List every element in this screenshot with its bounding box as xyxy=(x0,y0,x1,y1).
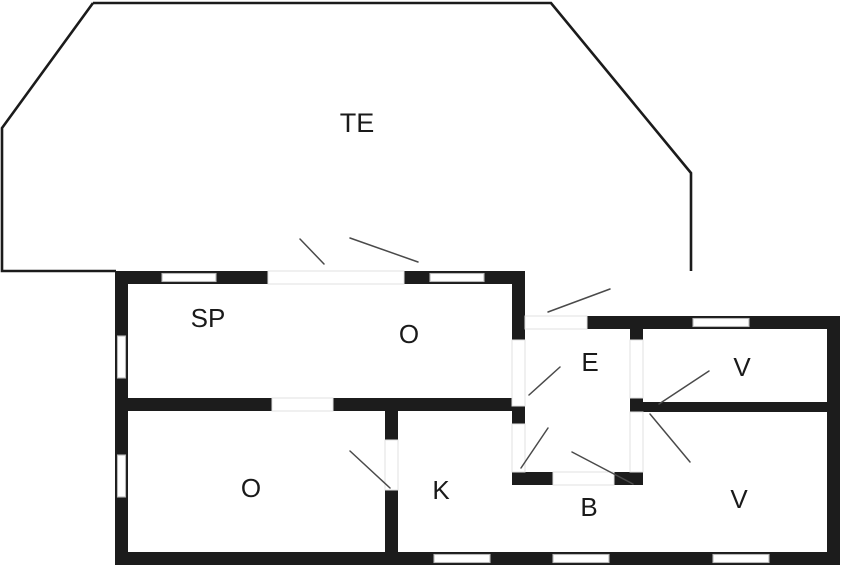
terrace-outline-group xyxy=(0,1,693,322)
wall-v-divider xyxy=(643,402,840,412)
terrace-outline-left xyxy=(0,2,116,273)
door-swing-v2 xyxy=(649,413,691,463)
room-label-bedroom-lower: V xyxy=(730,484,748,514)
window-bottom-3 xyxy=(712,553,770,564)
exterior-right xyxy=(827,316,840,565)
windows-layer xyxy=(116,272,770,564)
room-label-bedroom-upper: V xyxy=(733,352,751,382)
door-swing-e-top xyxy=(547,288,611,313)
door-swings-layer xyxy=(299,237,710,489)
door-swing-e-bottom xyxy=(571,451,634,485)
room-label-living-lower: O xyxy=(241,473,261,503)
opening-e-right-low xyxy=(629,411,644,473)
opening-e-top xyxy=(524,315,588,330)
window-left-2 xyxy=(116,454,127,498)
room-label-living-upper: O xyxy=(399,319,419,349)
door-swing-k xyxy=(349,450,391,489)
door-swing-v1 xyxy=(658,370,710,405)
door-swing-terrace-left xyxy=(299,238,325,265)
room-label-kitchen: K xyxy=(432,475,450,505)
window-top-2 xyxy=(429,272,485,283)
opening-e-right xyxy=(629,339,644,399)
room-label-sleeping-play: SP xyxy=(191,303,226,333)
exterior-left xyxy=(115,271,128,565)
door-openings-layer xyxy=(267,270,644,491)
door-swing-terrace-right xyxy=(349,237,419,263)
window-bottom-1 xyxy=(433,553,491,564)
terrace-outline-right xyxy=(93,1,693,322)
opening-b-top xyxy=(552,471,615,486)
window-left-1 xyxy=(116,335,127,379)
opening-sp-to-o xyxy=(271,397,334,412)
door-swing-e-left xyxy=(528,366,561,396)
room-label-terrace: TE xyxy=(340,108,375,138)
opening-k-right xyxy=(511,423,526,473)
opening-terrace-door xyxy=(267,270,405,285)
opening-e-left xyxy=(511,339,526,407)
window-top-1 xyxy=(161,272,217,283)
room-labels-layer: TE SP O O K E B V V xyxy=(191,108,752,522)
room-label-entrance: E xyxy=(581,347,598,377)
window-topright xyxy=(692,317,750,328)
room-label-bathroom: B xyxy=(580,492,597,522)
door-swing-e-left-low xyxy=(520,427,549,469)
opening-k-left xyxy=(384,439,399,491)
window-bottom-2 xyxy=(552,553,610,564)
